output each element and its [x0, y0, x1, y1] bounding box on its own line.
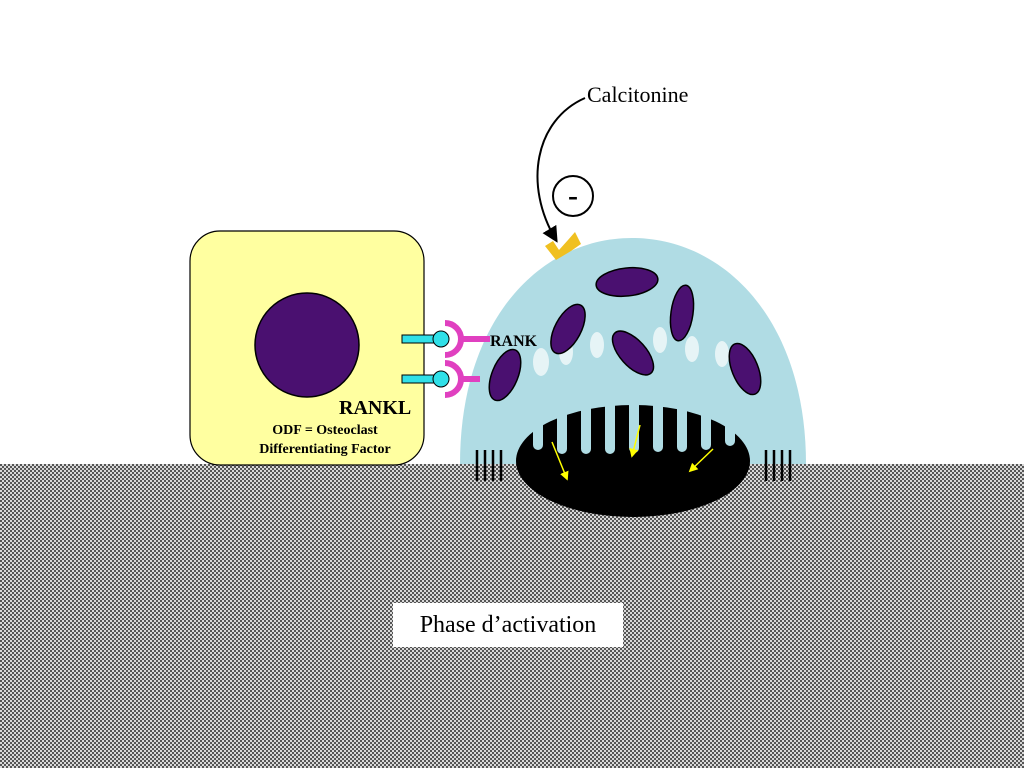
osteoclast-nucleus — [488, 348, 522, 402]
osteoclast-nuclei — [488, 266, 762, 402]
osteoclast-vacuoles — [533, 327, 729, 376]
phase-caption: Phase d’activation — [393, 603, 623, 647]
osteoclast-nucleus — [611, 330, 655, 376]
resorption-arrows — [551, 424, 714, 481]
odf-line-2: Differentiating Factor — [259, 442, 391, 457]
resorption-lacuna — [516, 385, 750, 517]
inhibition-circle — [552, 175, 594, 217]
osteoclast-nucleus — [669, 284, 695, 342]
inhibition-sign: - — [568, 179, 578, 212]
odf-line-1: ODF = Osteoclast — [272, 423, 378, 438]
phase-label: Phase d’activation — [419, 611, 597, 638]
osteoblast-nucleus — [254, 292, 360, 398]
rank-receptors — [444, 320, 490, 398]
osteoclast-nucleus — [595, 266, 659, 298]
rank-label: RANK — [490, 333, 538, 350]
osteoclast-nucleus — [550, 303, 586, 355]
sealing-zone-left — [475, 450, 503, 481]
sealing-zone-right — [764, 450, 792, 481]
odf-definition: ODF = Osteoclast Differentiating Factor — [226, 421, 424, 459]
calcitonin-receptor-icon — [545, 232, 581, 260]
rankl-label: RANKL — [339, 397, 412, 419]
calcitonine-label: Calcitonine — [587, 82, 689, 107]
osteoclast-nucleus — [728, 342, 762, 396]
rankl-ligands — [401, 330, 450, 388]
calcitonin-arrow — [536, 97, 586, 243]
